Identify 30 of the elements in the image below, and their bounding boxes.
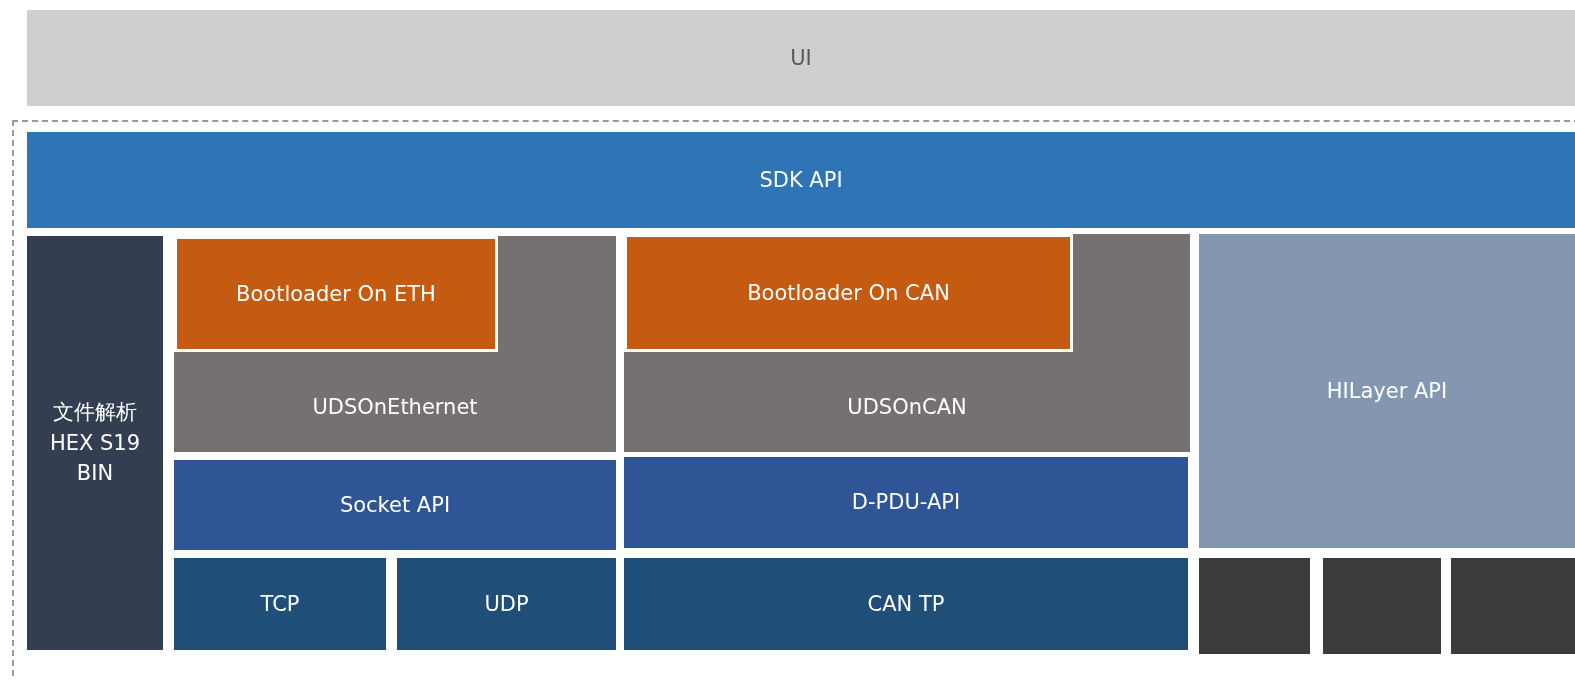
layer-label: SDK API <box>759 166 843 194</box>
transport-box <box>397 558 616 650</box>
api-layer-bar <box>27 132 1575 228</box>
layer-label: UDP <box>484 590 529 618</box>
bootloader-box <box>624 234 1073 352</box>
layer-label: Bootloader On CAN <box>747 279 950 307</box>
layer-label: TCP <box>260 590 300 618</box>
dashed-group-box <box>12 120 1575 676</box>
layer-label: UDSOnEthernet <box>312 393 478 421</box>
transport-box <box>174 558 386 650</box>
bootloader-box <box>174 236 498 352</box>
layer-label: HILayer API <box>1326 377 1448 405</box>
layer-label: Bootloader On ETH <box>236 280 436 308</box>
layer-label: UDSOnCAN <box>847 393 967 421</box>
api-box <box>624 457 1188 548</box>
layer-label: D-PDU-API <box>851 489 961 517</box>
protocol-box <box>174 236 616 452</box>
layer-label: CAN TP <box>867 590 945 618</box>
api-box <box>174 460 616 550</box>
layer-label: Socket API <box>339 491 451 519</box>
hardware-box <box>1451 558 1575 654</box>
hardware-box <box>1323 558 1441 654</box>
file-parser-box <box>27 236 163 650</box>
hardware-box <box>1199 558 1310 654</box>
protocol-box <box>624 234 1190 452</box>
transport-box <box>624 558 1188 650</box>
layer-label: UI <box>790 44 812 72</box>
api-box <box>1199 234 1575 548</box>
ui-layer-bar <box>27 10 1575 106</box>
layer-label: 文件解析 HEX S19 BIN <box>48 399 142 488</box>
